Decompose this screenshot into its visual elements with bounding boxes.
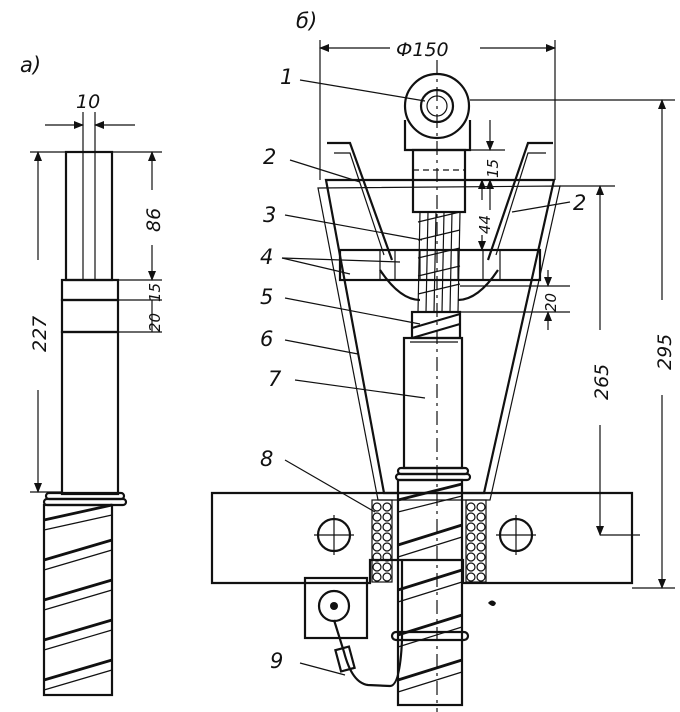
callout-3: 3 (263, 203, 276, 227)
ground-wire (332, 560, 404, 688)
armoured-cable (390, 478, 470, 707)
panel-a-cable-end (42, 150, 128, 697)
panel-b-label: б) (296, 9, 317, 33)
dim-a-band: 15 (146, 283, 164, 302)
seal-and-core (394, 310, 472, 482)
compound-coils (371, 499, 496, 606)
washer-plate (338, 248, 542, 302)
dim-b-mid: 265 (591, 364, 613, 400)
callout-5: 5 (260, 285, 273, 309)
dim-b-diameter: Ф150 (396, 39, 449, 61)
support-brackets (327, 141, 553, 261)
mounting-bracket (210, 491, 634, 640)
callout-leaders (281, 79, 571, 676)
dim-a-upper: 86 (143, 208, 165, 232)
callout-6: 6 (260, 327, 273, 351)
panel-a-label: a) (20, 53, 41, 77)
dim-a-lower: 20 (146, 313, 164, 332)
dim-b-lug-gap: 15 (484, 159, 502, 178)
callout-8: 8 (260, 447, 273, 471)
callout-9: 9 (270, 649, 283, 673)
panel-b-dimension-lines (319, 40, 675, 589)
dim-a-width: 10 (76, 91, 100, 113)
callout-2-left: 2 (263, 145, 276, 169)
dim-b-core: 44 (476, 215, 494, 234)
dim-a-total: 227 (29, 316, 51, 352)
callout-1: 1 (280, 65, 293, 89)
callout-7: 7 (268, 367, 282, 391)
panel-a-dimension-lines (30, 112, 162, 493)
callout-2-right: 2 (573, 191, 586, 215)
callout-4: 4 (260, 245, 273, 269)
dim-b-total: 295 (654, 334, 676, 370)
dim-b-seal: 20 (542, 293, 560, 312)
conductor-strands (417, 211, 461, 313)
